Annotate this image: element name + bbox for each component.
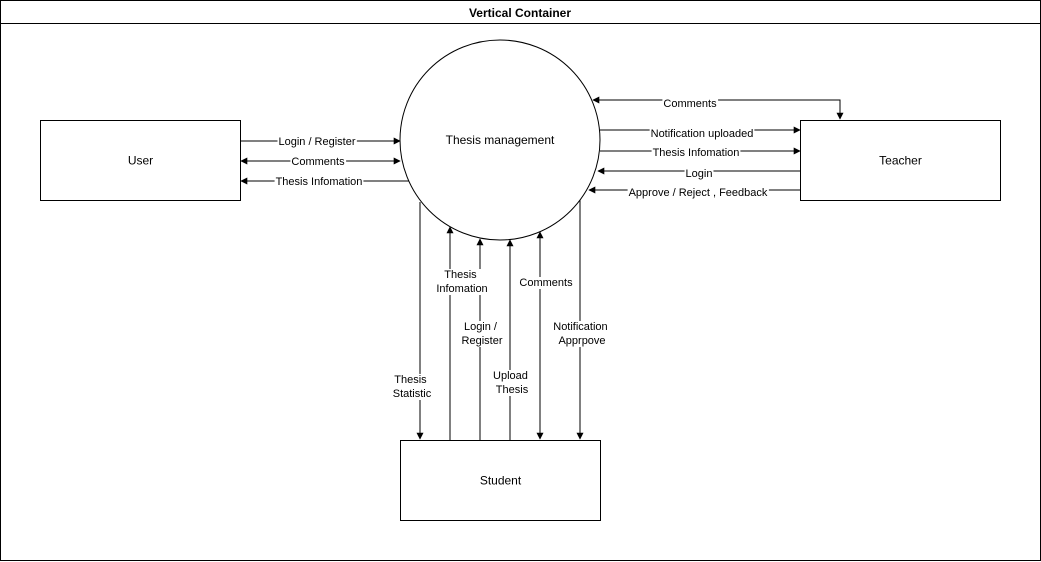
label-user-comments: Comments (291, 156, 345, 168)
flow-label-background (492, 370, 532, 396)
flow-label-background (435, 269, 489, 295)
user-label: User (128, 154, 153, 168)
flow-label-background (662, 98, 719, 110)
flow-label-background (684, 168, 714, 180)
student-label: Student (480, 474, 522, 488)
label-student-login-line1: Login / (464, 321, 498, 333)
label-teacher-login: Login (686, 168, 713, 180)
container-title: Vertical Container (469, 6, 571, 20)
label-student-upload: Upload Thesis (493, 370, 531, 396)
label-student-upload-line2: Thesis (496, 384, 529, 396)
process-thesis-management[interactable]: Thesis management (399, 39, 601, 241)
label-student-statistic-line1: Thesis (394, 374, 427, 386)
label-teacher-notification: Notification uploaded (651, 128, 754, 140)
label-teacher-thesis-info: Thesis Infomation (653, 147, 740, 159)
flow-label-background (290, 156, 347, 168)
label-student-statistic: Thesis Statistic (393, 374, 432, 400)
flow-label-background (627, 187, 769, 199)
teacher-label: Teacher (879, 154, 922, 168)
entity-student[interactable]: Student (400, 440, 601, 521)
flow-label-background (651, 147, 741, 159)
flow-label-background (518, 277, 575, 289)
entity-teacher[interactable]: Teacher (800, 120, 1001, 201)
flow-label-background (552, 321, 612, 347)
flow-label-background (277, 136, 357, 148)
label-student-comments: Comments (519, 277, 573, 289)
flow-label-background (649, 128, 755, 140)
label-student-login: Login / Register (462, 321, 503, 347)
label-user-thesis-info: Thesis Infomation (276, 176, 363, 188)
flow-label-background (274, 176, 364, 188)
label-student-statistic-line2: Statistic (393, 388, 432, 400)
process-label: Thesis management (446, 133, 555, 147)
label-teacher-comments: Comments (663, 98, 717, 110)
label-student-thesis-info-line1: Thesis (444, 269, 477, 281)
label-student-notification-line2: Apprpove (558, 335, 605, 347)
label-teacher-approve: Approve / Reject , Feedback (629, 187, 768, 199)
label-student-upload-line1: Upload (493, 370, 528, 382)
label-user-login: Login / Register (278, 136, 355, 148)
flow-label-background (460, 321, 504, 347)
entity-user[interactable]: User (40, 120, 241, 201)
label-student-notification-line1: Notification (553, 321, 607, 333)
label-student-thesis-info: Thesis Infomation (436, 269, 487, 295)
label-student-thesis-info-line2: Infomation (436, 283, 487, 295)
label-student-login-line2: Register (462, 335, 503, 347)
label-student-notification: Notification Apprpove (553, 321, 610, 347)
flow-label-background (391, 374, 433, 400)
